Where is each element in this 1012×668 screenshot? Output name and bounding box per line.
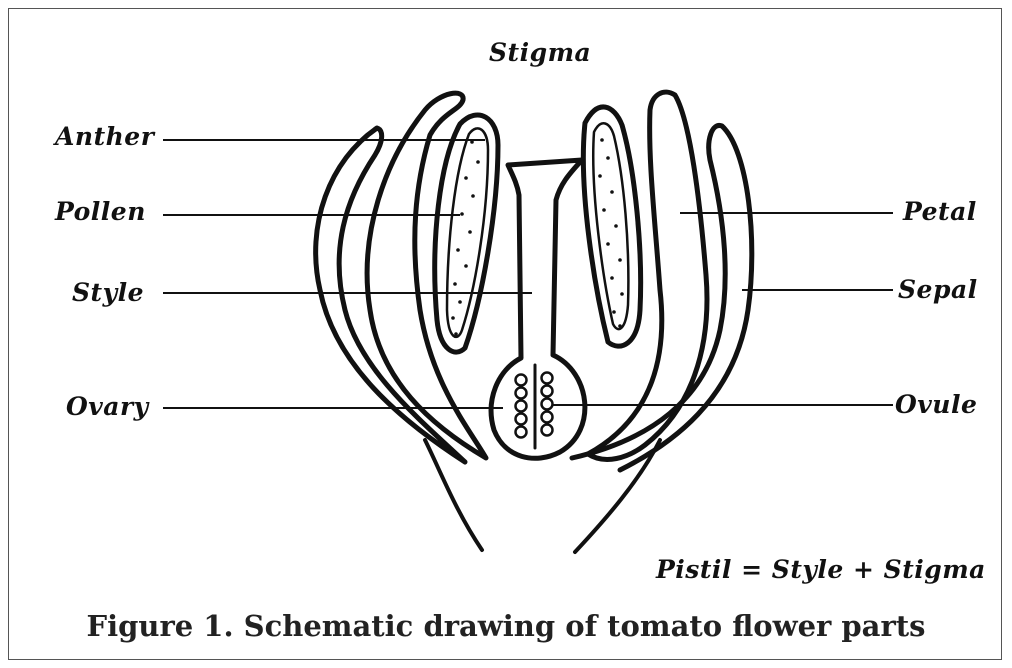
right-anther — [583, 107, 640, 346]
sepal-label: Sepal — [898, 277, 978, 302]
pistil — [491, 160, 585, 458]
left-anther-inner — [447, 128, 488, 337]
pollen-label: Pollen — [55, 199, 146, 224]
figure-caption: Figure 1. Schematic drawing of tomato fl… — [0, 612, 1012, 641]
ovule-label: Ovule — [895, 392, 977, 417]
style-label: Style — [72, 280, 144, 305]
anther-label: Anther — [55, 124, 154, 149]
ovary-label: Ovary — [66, 394, 149, 419]
petal-label: Petal — [903, 199, 977, 224]
leader-lines — [163, 140, 893, 408]
pistil-equation: Pistil = Style + Stigma — [656, 557, 986, 582]
stigma-label: Stigma — [489, 40, 591, 65]
